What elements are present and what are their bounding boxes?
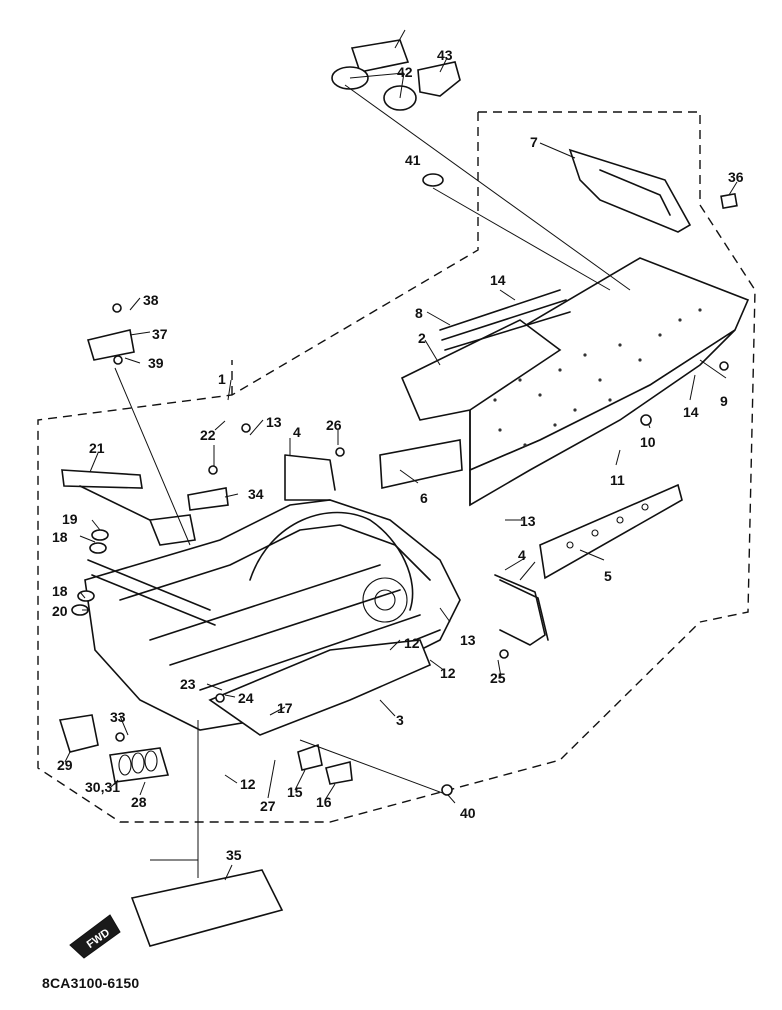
callout-10: 10 — [640, 434, 656, 450]
callout-35: 36 — [728, 169, 744, 185]
callout-28: 28 — [131, 794, 147, 810]
bracket-33 — [187, 487, 229, 511]
callout-2: 2 — [418, 330, 426, 346]
callout-13a: 13 — [520, 513, 536, 529]
frame-floor-panel-3 — [208, 639, 432, 736]
callout-1: 1 — [218, 371, 226, 387]
callout-15: 15 — [287, 784, 303, 800]
mat-34-group-line — [150, 859, 199, 878]
rear-bracket-rails — [439, 289, 571, 351]
callout-14a: 14 — [490, 272, 506, 288]
frame-inner-left — [119, 524, 431, 601]
callout-9: 9 — [720, 393, 728, 409]
callouts: 43 42 41 7 36 14 8 2 9 14 10 11 6 13 4 5… — [52, 47, 744, 863]
wheel-housing — [362, 577, 408, 623]
callout-18a: 18 — [52, 529, 68, 545]
callout-30-31: 30,31 — [85, 779, 120, 795]
bracket-36 — [86, 329, 135, 361]
callout-25: 25 — [490, 670, 506, 686]
assembly-boundary-rear — [478, 111, 756, 623]
rear-deck-plate-side — [469, 329, 736, 507]
callout-13c: 13 — [460, 632, 476, 648]
rear-bracket-7 — [568, 148, 692, 233]
callout-40: 41 — [405, 152, 421, 168]
callout-5: 5 — [604, 568, 612, 584]
callout-16: 16 — [316, 794, 332, 810]
callout-26: 26 — [326, 417, 342, 433]
rear-bracket-7-slot — [599, 169, 671, 216]
frame-cross-members — [149, 564, 441, 711]
callout-12c: 12 — [240, 776, 256, 792]
bar-21-end — [148, 514, 196, 546]
frame-arch — [249, 511, 414, 611]
callout-42: 43 — [437, 47, 453, 63]
callout-21: 21 — [89, 440, 105, 456]
assembly-28-coil — [118, 750, 158, 776]
callout-39: 40 — [460, 805, 476, 821]
handle-4-lower-2 — [499, 579, 549, 641]
callout-12b: 12 — [440, 665, 456, 681]
handle-4-lower — [494, 574, 546, 646]
callout-22: 22 — [200, 427, 216, 443]
deck-perforations — [493, 308, 702, 447]
callout-29: 29 — [57, 757, 73, 773]
axle-bushings — [71, 529, 109, 616]
forward-arrow: FWD — [69, 914, 121, 959]
callout-11: 11 — [610, 472, 625, 488]
cap-35 — [720, 192, 738, 210]
panel-42 — [417, 61, 461, 97]
side-bar-5 — [539, 483, 683, 580]
side-bar-holes — [566, 503, 649, 549]
callout-19: 19 — [62, 511, 78, 527]
axle-tube — [87, 559, 216, 626]
callout-3: 3 — [396, 712, 404, 728]
fasteners — [112, 303, 729, 796]
handle-4-upper — [284, 454, 336, 501]
bracket-15 — [297, 743, 323, 771]
callout-24: 24 — [238, 690, 254, 706]
callout-34: 35 — [226, 847, 242, 863]
bracket-6 — [379, 439, 463, 489]
callout-36: 37 — [152, 326, 168, 342]
assembly-boundary-main — [37, 112, 701, 823]
callout-18b: 18 — [52, 583, 68, 599]
wheel-housing-inner — [374, 589, 396, 611]
callout-41: 42 — [397, 64, 413, 80]
callout-20: 20 — [52, 603, 68, 619]
mat-34 — [130, 869, 284, 947]
assembly-29 — [58, 714, 99, 753]
callout-8: 8 — [415, 305, 423, 321]
bracket-16 — [325, 761, 353, 785]
bar-21 — [61, 469, 143, 489]
callout-4a: 4 — [293, 424, 301, 440]
callout-17: 17 — [277, 700, 293, 716]
grommet-40 — [422, 173, 444, 187]
panel-43 — [350, 39, 410, 73]
callout-4b: 4 — [518, 547, 526, 563]
callout-33: 34 — [248, 486, 264, 502]
callout-37: 38 — [143, 292, 159, 308]
callout-32: 33 — [110, 709, 126, 725]
callout-6: 6 — [420, 490, 428, 506]
callout-27: 27 — [260, 798, 276, 814]
assembly-28 — [109, 747, 170, 783]
catalog-number: 8CA3100-6150 — [42, 975, 140, 991]
callout-12a: 12 — [404, 635, 420, 651]
callout-23: 23 — [180, 676, 196, 692]
callout-13b: 13 — [266, 414, 282, 430]
callout-7: 7 — [530, 134, 538, 150]
callout-38: 39 — [148, 355, 164, 371]
rear-bracket-plate — [400, 319, 562, 421]
callout-14b: 14 — [683, 404, 699, 420]
